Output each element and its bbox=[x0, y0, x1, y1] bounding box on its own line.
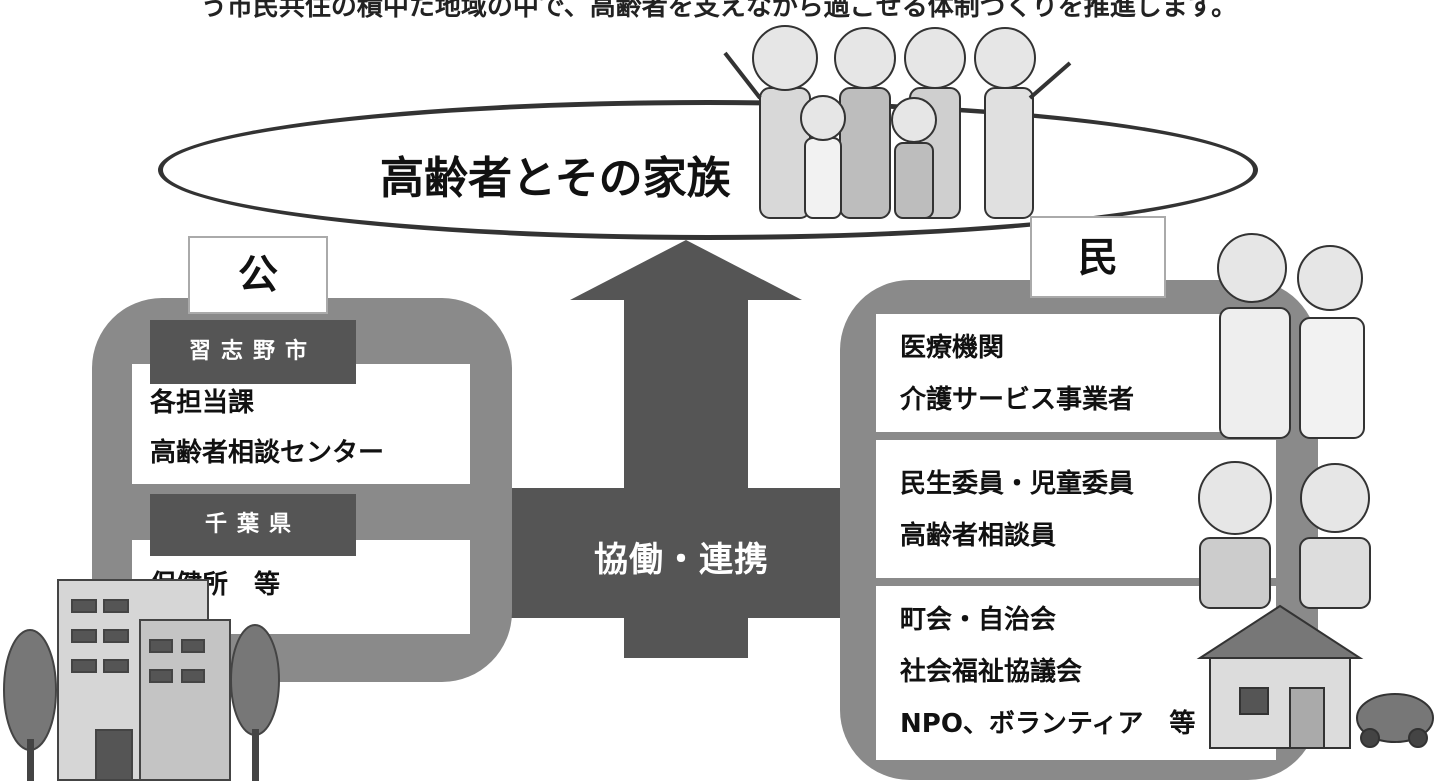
family-illustration bbox=[723, 25, 1072, 219]
public-item: 高齢者相談センター bbox=[150, 438, 385, 468]
private-tab: 民 bbox=[1030, 216, 1166, 298]
family-ellipse bbox=[158, 100, 1258, 240]
private-group-community: 町会・自治会 社会福祉協議会 NPO、ボランティア 等 bbox=[876, 586, 1276, 760]
city-tag: 習志野市 bbox=[150, 320, 356, 384]
private-item: 介護サービス事業者 bbox=[900, 385, 1135, 415]
private-item: 社会福祉協議会 bbox=[900, 657, 1083, 687]
building-illustration bbox=[3, 579, 280, 781]
up-arrow-shaft bbox=[624, 298, 748, 658]
private-item: 民生委員・児童委員 bbox=[900, 469, 1135, 499]
up-arrow-head bbox=[570, 240, 802, 300]
public-group-city: 各担当課 高齢者相談センター bbox=[132, 364, 470, 484]
prefecture-tag: 千葉県 bbox=[150, 494, 356, 556]
collaboration-label: 協働・連携 bbox=[594, 540, 769, 580]
family-title: 高齢者とその家族 bbox=[380, 153, 731, 204]
private-item: 医療機関 bbox=[900, 333, 1005, 363]
private-illustrations bbox=[1196, 233, 1434, 749]
public-tab: 公 bbox=[188, 236, 328, 314]
private-item: 高齢者相談員 bbox=[900, 521, 1057, 551]
private-group-medical: 医療機関 介護サービス事業者 bbox=[876, 314, 1276, 432]
intro-text: う市民共住の積中た地域の中で、高齢者を支えなから過ごせる体制づくりを推進します。 bbox=[200, 0, 1238, 22]
public-item: 各担当課 bbox=[150, 388, 255, 418]
private-item: 町会・自治会 bbox=[900, 605, 1057, 635]
private-item: NPO、ボランティア 等 bbox=[900, 709, 1196, 739]
